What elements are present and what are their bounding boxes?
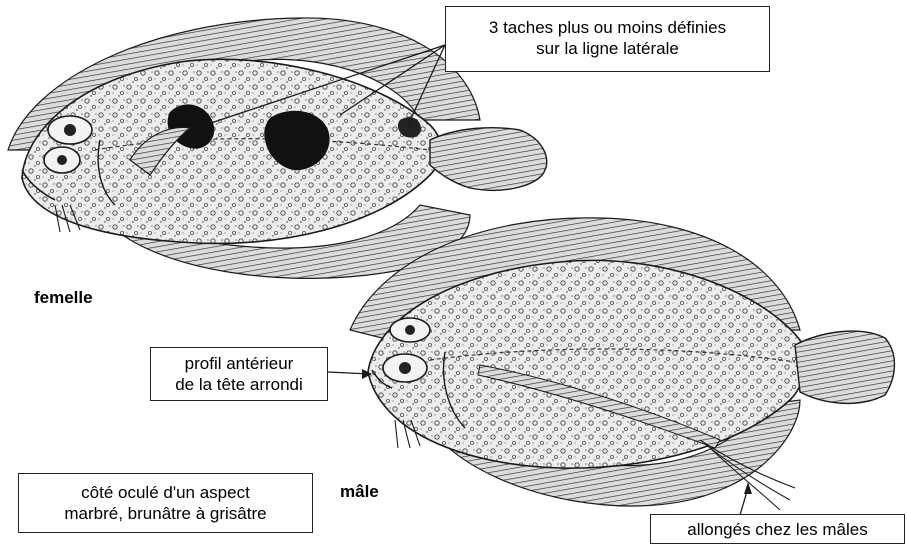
female-caudal-fin (430, 128, 547, 191)
male-caudal-fin (795, 331, 894, 403)
rays-callout: allongés chez les mâles (650, 514, 905, 544)
spots-callout-line-1: 3 taches plus ou moins définies (446, 17, 769, 38)
profile-callout: profil antérieur de la tête arrondi (150, 347, 328, 401)
male-fish (350, 218, 894, 510)
blind-side-callout: côté oculé d'un aspect marbré, brunâtre … (18, 473, 313, 533)
female-label: femelle (34, 288, 93, 308)
male-label: mâle (340, 482, 379, 502)
rays-callout-line-1: allongés chez les mâles (651, 519, 904, 540)
profile-callout-line-1: profil antérieur (151, 353, 327, 374)
blind-side-callout-line-1: côté oculé d'un aspect (19, 482, 312, 503)
blind-side-callout-line-2: marbré, brunâtre à grisâtre (19, 503, 312, 524)
spots-callout: 3 taches plus ou moins définies sur la l… (445, 6, 770, 72)
profile-callout-line-2: de la tête arrondi (151, 374, 327, 395)
spots-callout-line-2: sur la ligne latérale (446, 38, 769, 59)
